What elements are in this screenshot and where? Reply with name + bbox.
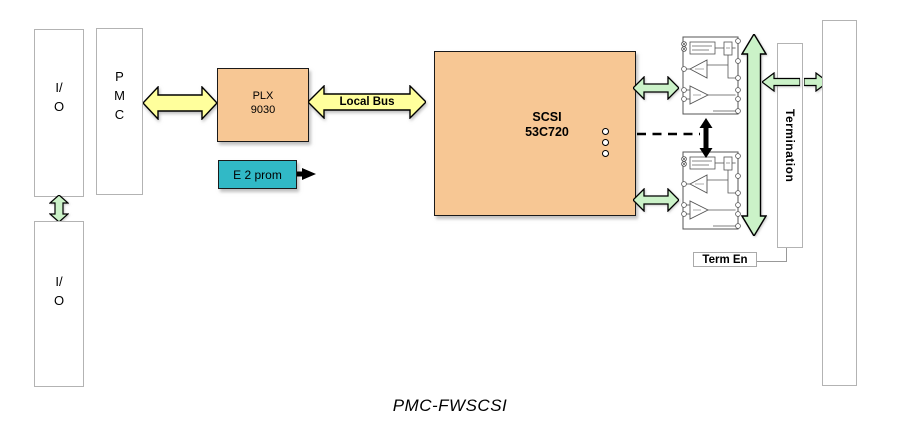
scsi-transceiver-lower-icon [681, 151, 741, 230]
eeprom-label: E 2 prom [233, 167, 282, 182]
io-label-line2: O [53, 99, 65, 114]
plx-label-line1: PLX [252, 90, 274, 102]
termination-label: Termination [783, 108, 797, 183]
io-label-line1: I/ [55, 80, 63, 95]
io-link-double-arrow-icon [49, 195, 69, 222]
scsi-xcvr-upper-double-arrow-icon [633, 76, 679, 100]
diagram-caption: PMC-FWSCSI [392, 396, 508, 415]
io-connector-top-box: I/ O [34, 29, 84, 197]
pci-bus-double-arrow-icon [143, 86, 217, 120]
pmc-connector-box: P M C [96, 28, 143, 195]
term-en-connector-line [757, 248, 787, 262]
scsi-transceiver-upper-icon [681, 36, 741, 115]
local-bus-arrow: Local Bus [308, 85, 426, 119]
local-bus-label: Local Bus [339, 96, 395, 108]
io-label-line2: O [53, 293, 65, 308]
term-en-label: Term En [702, 253, 748, 266]
plx-label-line2: 9030 [250, 103, 276, 116]
termination-left-arrow-icon [762, 72, 800, 92]
termination-box: Termination [777, 43, 803, 248]
pmc-label-line2: M [114, 88, 125, 103]
pmc-label-line1: P [115, 69, 124, 84]
scsi-connector-box [822, 20, 857, 386]
scsi-pin-dot [602, 139, 609, 146]
scsi-pin-dot [602, 150, 609, 157]
control-dashed-line [637, 132, 700, 136]
scsi-label-line1: SCSI [532, 110, 562, 124]
scsi-bus-vertical-double-arrow-icon [741, 34, 767, 236]
plx-9030-box: PLX 9030 [217, 68, 309, 142]
scsi-pin-dot [602, 128, 609, 135]
local-bus-double-arrow-icon [308, 85, 426, 119]
io-label-line1: I/ [55, 274, 63, 289]
term-en-box: Term En [693, 252, 757, 267]
pmc-label-line3: C [114, 107, 125, 122]
scsi-xcvr-lower-double-arrow-icon [633, 188, 679, 212]
eeprom-box: E 2 prom [218, 160, 297, 189]
scsi-label-line2: 53C720 [525, 125, 569, 139]
xcvr-link-double-arrow-icon [699, 118, 713, 158]
eeprom-arrow-icon [297, 168, 316, 180]
io-connector-bottom-box: I/ O [34, 221, 84, 387]
